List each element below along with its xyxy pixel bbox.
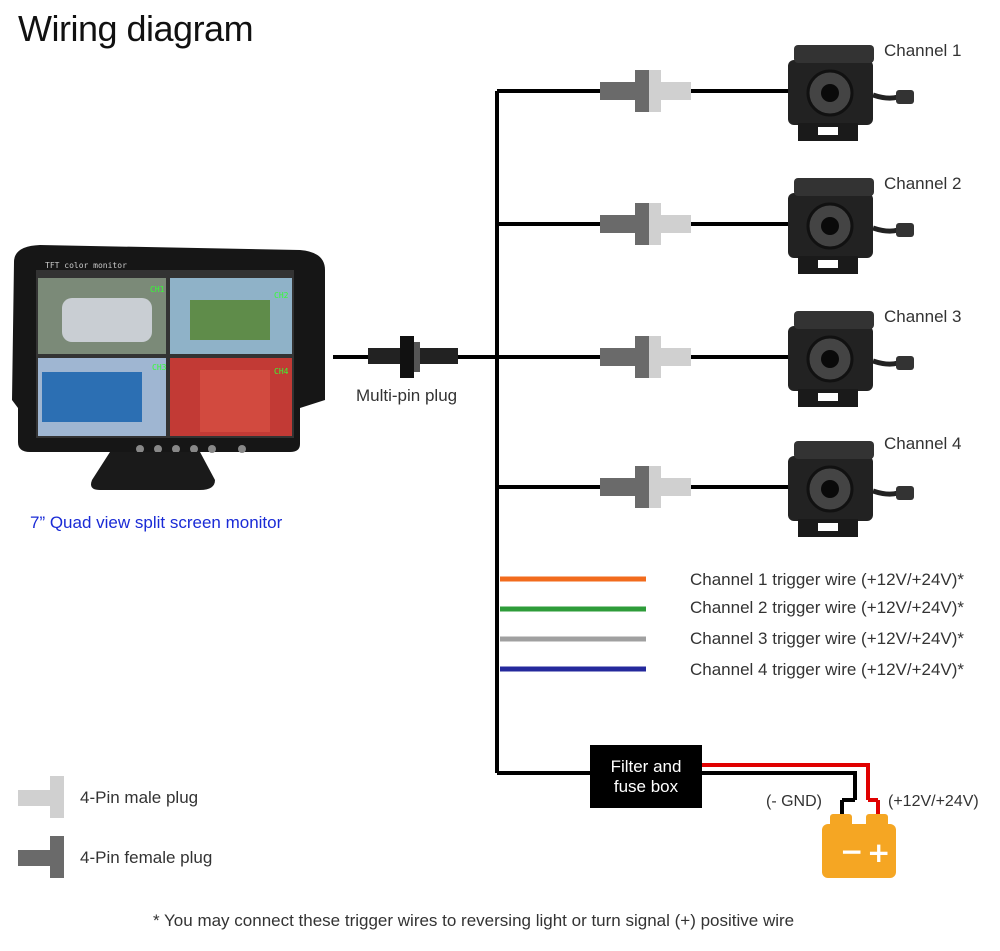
channel-4-connector: [600, 466, 691, 508]
legend-female-label: 4-Pin female plug: [80, 848, 213, 867]
page-title: Wiring diagram: [18, 8, 254, 49]
gnd-label: (- GND): [766, 793, 822, 810]
camera-2-icon: [788, 178, 914, 274]
filter-box-line-1: Filter and: [610, 756, 682, 776]
channel-3-connector: [600, 336, 691, 378]
multi-pin-plug-label: Multi-pin plug: [356, 386, 458, 405]
power-wire-red: [702, 763, 870, 800]
screen-header: TFT color monitor: [45, 261, 127, 270]
filter-box-line-2: fuse box: [613, 776, 679, 796]
battery-plus: +: [867, 836, 890, 869]
quad-label-1: CH1: [150, 285, 165, 294]
monitor-label: 7” Quad view split screen monitor: [30, 513, 283, 532]
camera-4-icon: [788, 441, 914, 537]
male-plug-legend-icon: [18, 776, 64, 818]
footnote: * You may connect these trigger wires to…: [153, 911, 795, 930]
trigger-wire-label-1: Channel 1 trigger wire (+12V/+24V)*: [690, 570, 965, 589]
camera-3-label: Channel 3: [884, 307, 962, 326]
battery-icon: − +: [822, 814, 896, 878]
quad-label-2: CH2: [274, 291, 289, 300]
trigger-wire-label-3: Channel 3 trigger wire (+12V/+24V)*: [690, 629, 965, 648]
camera-4-label: Channel 4: [884, 434, 962, 453]
camera-1-label: Channel 1: [884, 41, 962, 60]
multi-pin-plug: [368, 336, 458, 378]
channel-2-connector: [600, 203, 691, 245]
power-wire-black: [702, 771, 857, 800]
monitor-icon: TFT color monitor CH1 CH2 CH3 CH4: [12, 245, 325, 490]
positive-label: (+12V/+24V): [888, 793, 979, 810]
quad-label-4: CH4: [274, 367, 289, 376]
filter-fuse-box: Filter and fuse box: [590, 745, 702, 808]
camera-1-icon: [788, 45, 914, 141]
quad-label-3: CH3: [152, 363, 167, 372]
battery-minus: −: [840, 835, 863, 868]
channel-1-connector: [600, 70, 691, 112]
camera-2-label: Channel 2: [884, 174, 962, 193]
trigger-wire-label-4: Channel 4 trigger wire (+12V/+24V)*: [690, 660, 965, 679]
trigger-wire-label-2: Channel 2 trigger wire (+12V/+24V)*: [690, 598, 965, 617]
legend-male-label: 4-Pin male plug: [80, 788, 199, 807]
camera-3-icon: [788, 311, 914, 407]
female-plug-legend-icon: [18, 836, 64, 878]
